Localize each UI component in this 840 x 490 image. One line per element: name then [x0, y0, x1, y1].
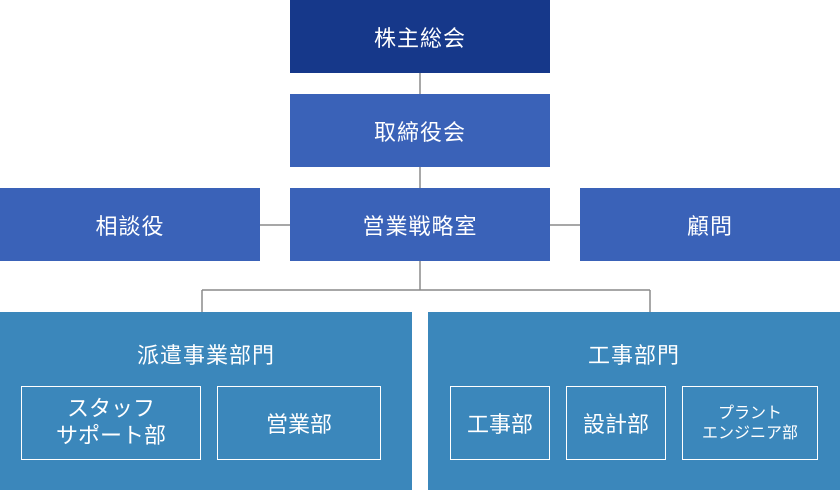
- design-unit-label: 設計部: [582, 413, 649, 438]
- design-unit: 設計部: [566, 386, 666, 460]
- advisor-label: 相談役: [95, 214, 165, 240]
- strategy-office-box: 営業戦略室: [290, 188, 550, 261]
- staff-support-unit: スタッフ サポート部: [21, 386, 201, 460]
- shareholders-meeting-label: 株主総会: [373, 26, 466, 52]
- construction-department-panel: 工事部門 工事部 設計部 プラント エンジニア部: [428, 312, 840, 490]
- dispatch-department-panel: 派遣事業部門 スタッフ サポート部 営業部: [0, 312, 412, 490]
- strategy-office-label: 営業戦略室: [362, 214, 478, 240]
- plant-engineering-unit: プラント エンジニア部: [682, 386, 818, 460]
- plant-engineering-line1: プラント: [717, 403, 782, 422]
- shareholders-meeting-box: 株主総会: [290, 0, 550, 73]
- construction-unit-label: 工事部: [466, 413, 533, 438]
- advisor-box: 相談役: [0, 188, 260, 261]
- plant-engineering-line2: エンジニア部: [701, 423, 798, 442]
- board-of-directors-label: 取締役会: [373, 120, 466, 146]
- consultant-box: 顧問: [580, 188, 840, 261]
- consultant-label: 顧問: [686, 214, 733, 240]
- board-of-directors-box: 取締役会: [290, 94, 550, 167]
- construction-unit: 工事部: [450, 386, 550, 460]
- staff-support-line2: サポート部: [55, 424, 166, 449]
- sales-unit: 営業部: [217, 386, 381, 460]
- dispatch-department-title: 派遣事業部門: [136, 344, 275, 369]
- staff-support-line1: スタッフ: [66, 396, 155, 422]
- construction-department-title: 工事部門: [587, 344, 680, 369]
- sales-unit-label: 営業部: [265, 413, 332, 438]
